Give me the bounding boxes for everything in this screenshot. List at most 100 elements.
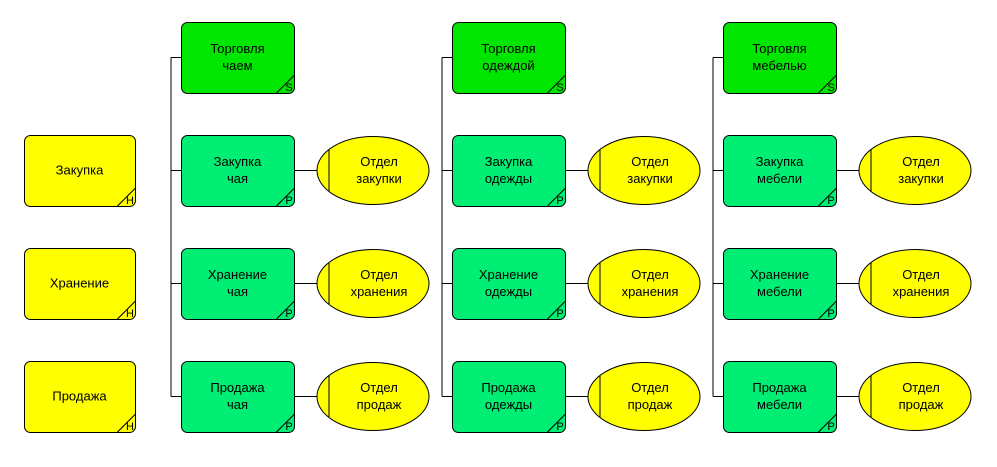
label-line: Продажа [481,380,536,395]
type-marker: S [556,82,563,94]
process-box-2-shape [24,248,136,320]
org-unit-ellipse-shape [587,249,701,318]
type-marker: S [285,82,292,94]
type-marker: P [556,421,563,433]
type-marker: P [285,308,292,320]
corner-diagonal [546,300,566,320]
process-box-3-shape [24,361,136,433]
label-line: чая [227,284,248,299]
label-line: Хранение [50,276,109,291]
type-marker: P [285,421,292,433]
label-line: хранения [893,284,950,299]
label-line: Отдел [631,380,669,395]
type-marker: H [126,195,134,207]
label-line: Продажа [52,389,107,404]
label-line: чая [227,397,248,412]
label-line: Торговля [752,41,806,56]
org-unit-ellipse[interactable]: Отдел закупки [587,136,701,205]
label-line: Хранение [208,267,267,282]
function-box-shape [452,135,566,207]
type-marker: P [285,195,292,207]
label-line: закупки [356,171,402,186]
label-line: Продажа [210,380,265,395]
label-line: Отдел [631,154,669,169]
label-line: хранения [351,284,408,299]
type-marker: H [126,421,134,433]
corner-diagonal [546,187,566,207]
label-line: Закупка [214,154,262,169]
org-unit-ellipse-shape [858,249,972,318]
corner-diagonal [116,187,136,207]
label-line: Отдел [902,154,940,169]
label-line: Закупка [756,154,804,169]
label-line: Хранение [479,267,538,282]
function-group-box-shape [181,22,295,94]
function-box-shape [181,361,295,433]
label-line: Отдел [902,380,940,395]
label-line: закупки [627,171,673,186]
org-unit-ellipse[interactable]: Отдел закупки [316,136,430,205]
corner-diagonal [275,187,295,207]
label-line: одежды [485,284,532,299]
label-line: чаем [222,58,252,73]
corner-diagonal [546,74,566,94]
label-line: Отдел [902,267,940,282]
label-line: одеждой [482,58,534,73]
label-line: Закупка [485,154,533,169]
org-unit-ellipse[interactable]: Отдел хранения [587,249,701,318]
org-unit-ellipse-shape [587,136,701,205]
label-line: мебели [757,171,802,186]
corner-diagonal [546,413,566,433]
function-box-shape [452,361,566,433]
function-box-shape [181,248,295,320]
label-line: Отдел [360,154,398,169]
org-unit-ellipse-shape [316,136,430,205]
function-group-box-shape [452,22,566,94]
label-line: чая [227,171,248,186]
label-line: продаж [628,397,673,412]
label-line: Отдел [360,267,398,282]
corner-diagonal [116,300,136,320]
function-box-shape [181,135,295,207]
function-box-shape [452,248,566,320]
org-unit-ellipse-shape [316,249,430,318]
corner-diagonal [817,187,837,207]
process-box-1-shape [24,135,136,207]
org-unit-ellipse[interactable]: Отдел продаж [587,362,701,431]
type-marker: P [827,195,834,207]
label-line: Продажа [752,380,807,395]
org-unit-ellipse-shape [316,362,430,431]
org-unit-ellipse[interactable]: Отдел хранения [858,249,972,318]
function-box-shape [723,135,837,207]
org-unit-ellipse-shape [587,362,701,431]
label-line: хранения [622,284,679,299]
org-unit-ellipse[interactable]: Отдел хранения [316,249,430,318]
label-line: Отдел [631,267,669,282]
corner-diagonal [116,413,136,433]
corner-diagonal [275,300,295,320]
corner-diagonal [817,300,837,320]
label-line: мебели [757,284,802,299]
label-line: мебелью [752,58,806,73]
org-unit-ellipse-shape [858,362,972,431]
function-group-box-shape [723,22,837,94]
